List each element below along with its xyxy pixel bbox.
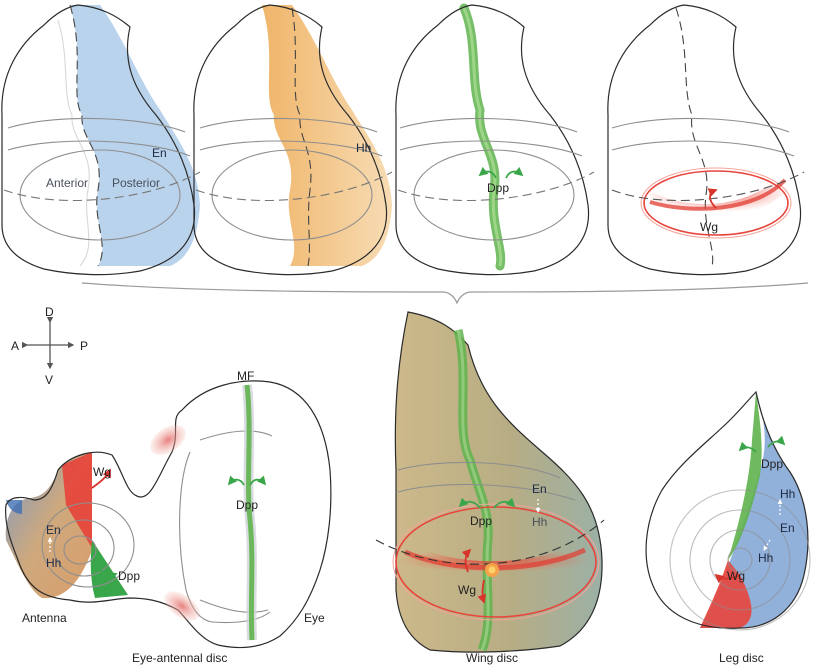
- grouping-bracket: [81, 282, 809, 305]
- label-mf: MF: [237, 369, 254, 383]
- label-en-wing: En: [532, 482, 547, 496]
- panel-dpp: Dpp: [395, 3, 595, 276]
- label-hh-leg-1: Hh: [780, 487, 795, 501]
- label-posterior: Posterior: [112, 176, 160, 190]
- label-dpp-antenna: Dpp: [118, 569, 140, 583]
- label-en-antenna: En: [46, 523, 61, 537]
- panel-hh: Hh: [193, 4, 393, 276]
- compass: D V A P: [11, 305, 88, 387]
- panel-wg: Wg: [607, 4, 805, 276]
- label-wg-leg: Wg: [727, 569, 745, 583]
- compass-a: A: [11, 339, 19, 353]
- label-hh-leg-2: Hh: [758, 551, 773, 565]
- compass-v: V: [45, 373, 53, 387]
- caption-leg: Leg disc: [719, 651, 764, 665]
- label-dpp-eye: Dpp: [236, 498, 258, 512]
- label-wg-antenna: Wg: [93, 465, 111, 479]
- label-hh-wing: Hh: [532, 515, 547, 529]
- compass-d: D: [45, 305, 54, 319]
- label-hh-antenna: Hh: [46, 556, 61, 570]
- caption-eye-antennal: Eye-antennal disc: [132, 651, 227, 665]
- label-wg-wing: Wg: [458, 583, 476, 597]
- label-dpp-wing: Dpp: [470, 514, 492, 528]
- label-anterior: Anterior: [46, 176, 88, 190]
- label-hh: Hh: [356, 141, 371, 155]
- label-wg-top: Wg: [700, 220, 718, 234]
- label-eye: Eye: [304, 611, 325, 625]
- caption-wing: Wing disc: [466, 651, 518, 665]
- eye-antennal-disc: MF Dpp Wg En Hh Dpp Antenna Eye Eye-ante…: [5, 369, 332, 665]
- label-en: En: [152, 146, 167, 160]
- leg-disc: Dpp Hh En Hh Wg Leg disc: [645, 390, 811, 665]
- compass-p: P: [80, 339, 88, 353]
- label-dpp-leg: Dpp: [761, 457, 783, 471]
- panel-en: En Anterior Posterior: [1, 4, 201, 276]
- wing-disc: En Hh Dpp Wg Wing disc: [375, 311, 605, 665]
- label-antenna: Antenna: [22, 611, 67, 625]
- label-dpp-top: Dpp: [487, 181, 509, 195]
- label-en-leg: En: [780, 521, 795, 535]
